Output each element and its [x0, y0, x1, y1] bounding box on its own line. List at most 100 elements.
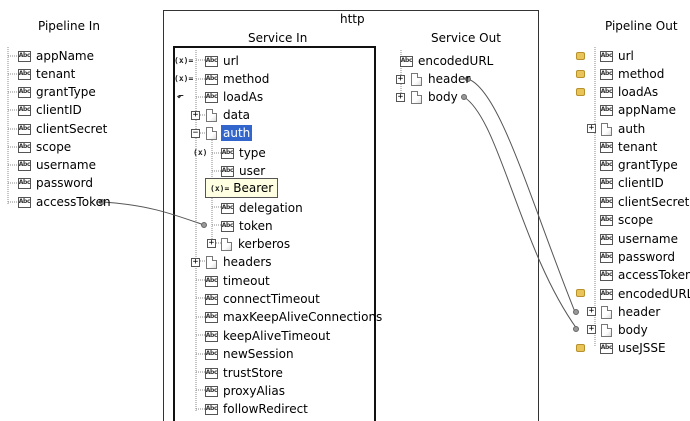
pipeline-in-heading: Pipeline In — [38, 19, 100, 33]
service-in-label: user — [239, 164, 266, 178]
service-out-item-body[interactable]: body — [411, 88, 460, 106]
service-in-label: connectTimeout — [223, 292, 320, 306]
string-icon: Abc — [600, 50, 613, 62]
lock-icon — [576, 88, 585, 96]
pipeline-in-tree-lines — [7, 47, 17, 204]
expand-body-out-toggle[interactable]: + — [587, 324, 596, 334]
string-icon: Abc — [205, 91, 218, 103]
service-in-label: followRedirect — [223, 402, 308, 416]
copy-value-icon: ⬐ — [177, 91, 184, 100]
pipeline-out-header-link-dot[interactable] — [573, 309, 579, 315]
service-in-label: type — [239, 146, 266, 160]
service-in-item-auth[interactable]: auth — [206, 124, 253, 142]
expand-auth-out-toggle[interactable]: + — [587, 123, 596, 133]
pipeline-out-label: username — [618, 232, 678, 246]
string-icon: Abc — [205, 275, 218, 287]
string-icon: Abc — [600, 196, 613, 208]
service-in-label: maxKeepAliveConnections — [223, 310, 383, 324]
document-icon — [601, 122, 612, 136]
service-out-item-header[interactable]: header — [411, 70, 472, 88]
pipeline-out-item-body[interactable]: body — [601, 321, 650, 339]
pipeline-out-item-header[interactable]: header — [601, 303, 662, 321]
service-in-item-headers[interactable]: headers — [206, 253, 274, 271]
accesstoken-link-dot[interactable] — [99, 199, 105, 205]
string-icon: Abc — [600, 104, 613, 116]
body-link-dot[interactable] — [461, 94, 467, 100]
pipeline-out-label: auth — [618, 122, 646, 136]
expand-header-out-toggle[interactable]: + — [587, 306, 596, 316]
pipeline-out-body-link-dot[interactable] — [573, 326, 579, 332]
string-icon: Abc — [221, 202, 234, 214]
pipeline-out-label: tenant — [618, 140, 658, 154]
service-in-heading: Service In — [248, 31, 308, 45]
string-icon: Abc — [600, 68, 613, 80]
service-in-item-kerberos[interactable]: kerberos — [221, 235, 292, 253]
expand-headers-toggle[interactable]: + — [191, 257, 200, 267]
string-icon: Abc — [18, 159, 31, 171]
collapse-auth-toggle[interactable]: − — [191, 128, 200, 138]
string-icon: Abc — [600, 86, 613, 98]
service-in-label: loadAs — [223, 90, 264, 104]
service-in-label: method — [223, 72, 270, 86]
pipeline-in-item-username[interactable]: Abc username — [18, 156, 98, 174]
value-tooltip: (x)= Bearer — [205, 178, 279, 198]
expand-kerberos-toggle[interactable]: + — [207, 238, 216, 248]
service-in-label-selected: auth — [221, 125, 253, 141]
header-link-dot[interactable] — [465, 76, 471, 82]
string-icon: Abc — [18, 86, 31, 98]
pipeline-in-label: username — [36, 158, 96, 172]
document-icon — [221, 237, 232, 251]
service-in-item-loadas[interactable]: Abc loadAs — [205, 88, 265, 106]
expand-data-toggle[interactable]: + — [191, 110, 200, 120]
pipeline-out-item-username[interactable]: Abc username — [600, 230, 680, 248]
service-in-item-data[interactable]: data — [206, 106, 252, 124]
service-in-label: kerberos — [238, 237, 291, 251]
pipeline-in-label: scope — [36, 140, 72, 154]
pipeline-out-item-auth[interactable]: auth — [601, 120, 647, 138]
service-in-frame — [173, 46, 376, 421]
document-icon — [601, 323, 612, 337]
service-in-label: newSession — [223, 347, 294, 361]
string-icon: Abc — [600, 233, 613, 245]
expand-body-toggle[interactable]: + — [396, 92, 405, 102]
expand-header-toggle[interactable]: + — [396, 74, 405, 84]
token-link-dot[interactable] — [201, 222, 207, 228]
link-body-to-pipeline-body — [463, 96, 578, 330]
